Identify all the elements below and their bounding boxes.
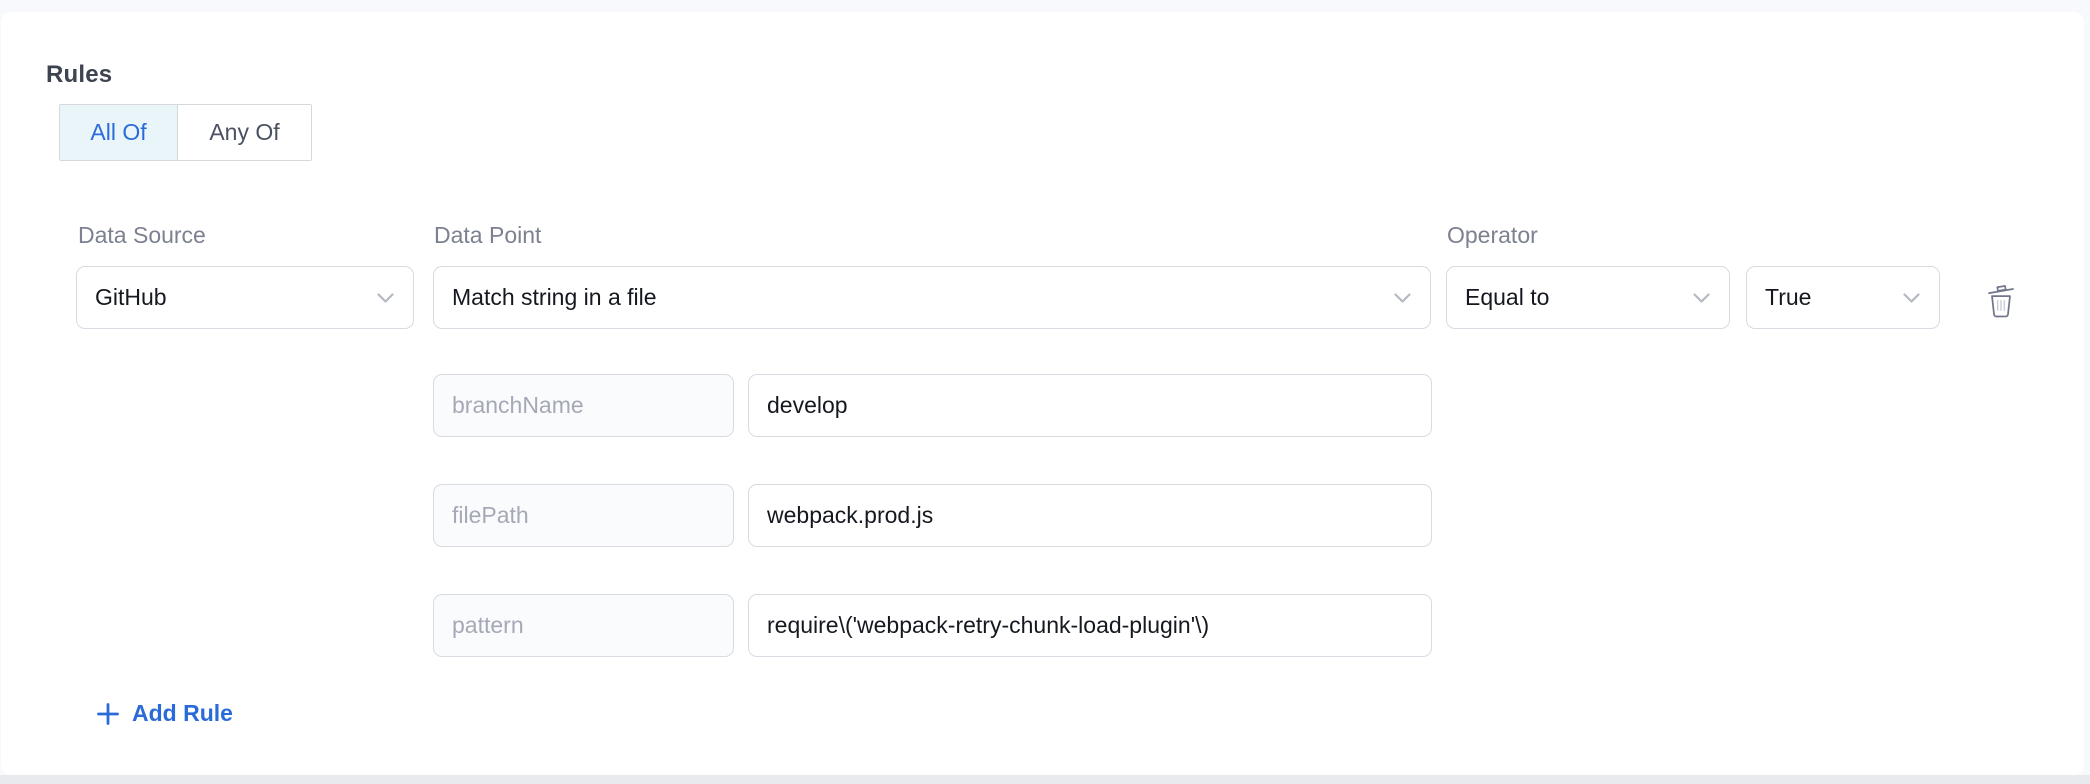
chevron-down-icon (1394, 292, 1411, 303)
data-point-value: Match string in a file (452, 284, 657, 310)
operator-label: Operator (1447, 222, 1538, 248)
operator-select[interactable]: Equal to (1446, 266, 1730, 329)
param-value-file-path-input[interactable] (748, 484, 1432, 547)
expected-value: True (1765, 284, 1812, 310)
match-mode-all-of-button[interactable]: All Of (60, 105, 178, 160)
chevron-down-icon (1903, 292, 1920, 303)
param-value-pattern-input[interactable] (748, 594, 1432, 657)
match-mode-any-of-button[interactable]: Any Of (178, 105, 311, 160)
rules-section-title: Rules (46, 61, 113, 88)
operator-value: Equal to (1465, 284, 1550, 310)
param-value-branch-name-input[interactable] (748, 374, 1432, 437)
trash-icon (1988, 285, 2014, 318)
data-source-value: GitHub (95, 284, 167, 310)
page-bottom-strip (0, 775, 2090, 784)
add-rule-button[interactable]: Add Rule (91, 698, 237, 729)
add-rule-label: Add Rule (132, 700, 233, 726)
chevron-down-icon (1693, 292, 1710, 303)
expected-value-select[interactable]: True (1746, 266, 1940, 329)
param-key-branch-name: branchName (433, 374, 734, 437)
data-point-label: Data Point (434, 222, 542, 248)
delete-rule-button[interactable] (1977, 272, 2025, 324)
data-point-select[interactable]: Match string in a file (433, 266, 1431, 329)
plus-icon (97, 702, 119, 725)
match-mode-toggle: All Of Any Of (59, 104, 312, 161)
data-source-label: Data Source (78, 222, 206, 248)
param-key-pattern: pattern (433, 594, 734, 657)
data-source-select[interactable]: GitHub (76, 266, 414, 329)
rules-card: Rules All Of Any Of Data Source Data Poi… (1, 12, 2084, 775)
param-key-file-path: filePath (433, 484, 734, 547)
chevron-down-icon (377, 292, 394, 303)
